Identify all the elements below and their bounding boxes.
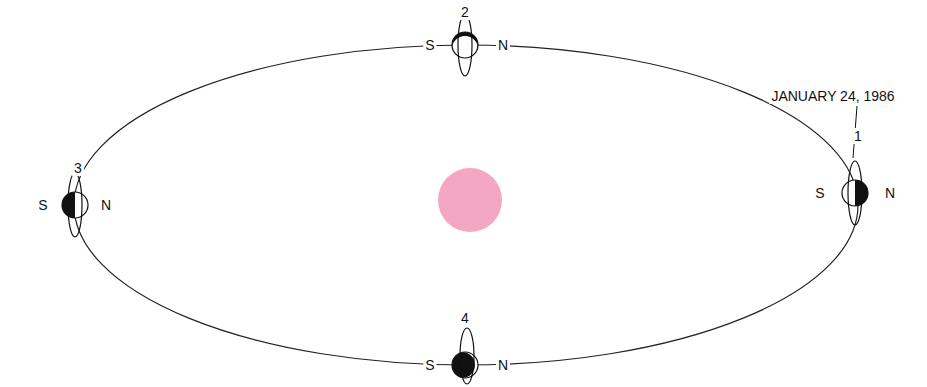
planet-position-1: [842, 161, 868, 225]
callout-number: 2: [459, 4, 471, 20]
pole-label: S: [813, 185, 826, 201]
callout-number: 4: [459, 310, 471, 326]
pole-label: S: [423, 357, 436, 373]
planet-position-4: [449, 328, 478, 384]
planet-position-3: [62, 173, 88, 237]
sun: [438, 168, 502, 232]
callout-number: 3: [72, 160, 84, 176]
callout-number: 1: [852, 128, 864, 144]
pole-label: S: [423, 37, 436, 53]
planet-position-2: [452, 14, 478, 76]
orbit-path: [74, 45, 858, 365]
pole-label: N: [99, 197, 113, 213]
date-label: JANUARY 24, 1986: [769, 88, 896, 104]
pole-label: S: [36, 197, 49, 213]
pole-label: N: [496, 357, 510, 373]
pole-label: N: [496, 37, 510, 53]
pole-label: N: [883, 185, 897, 201]
